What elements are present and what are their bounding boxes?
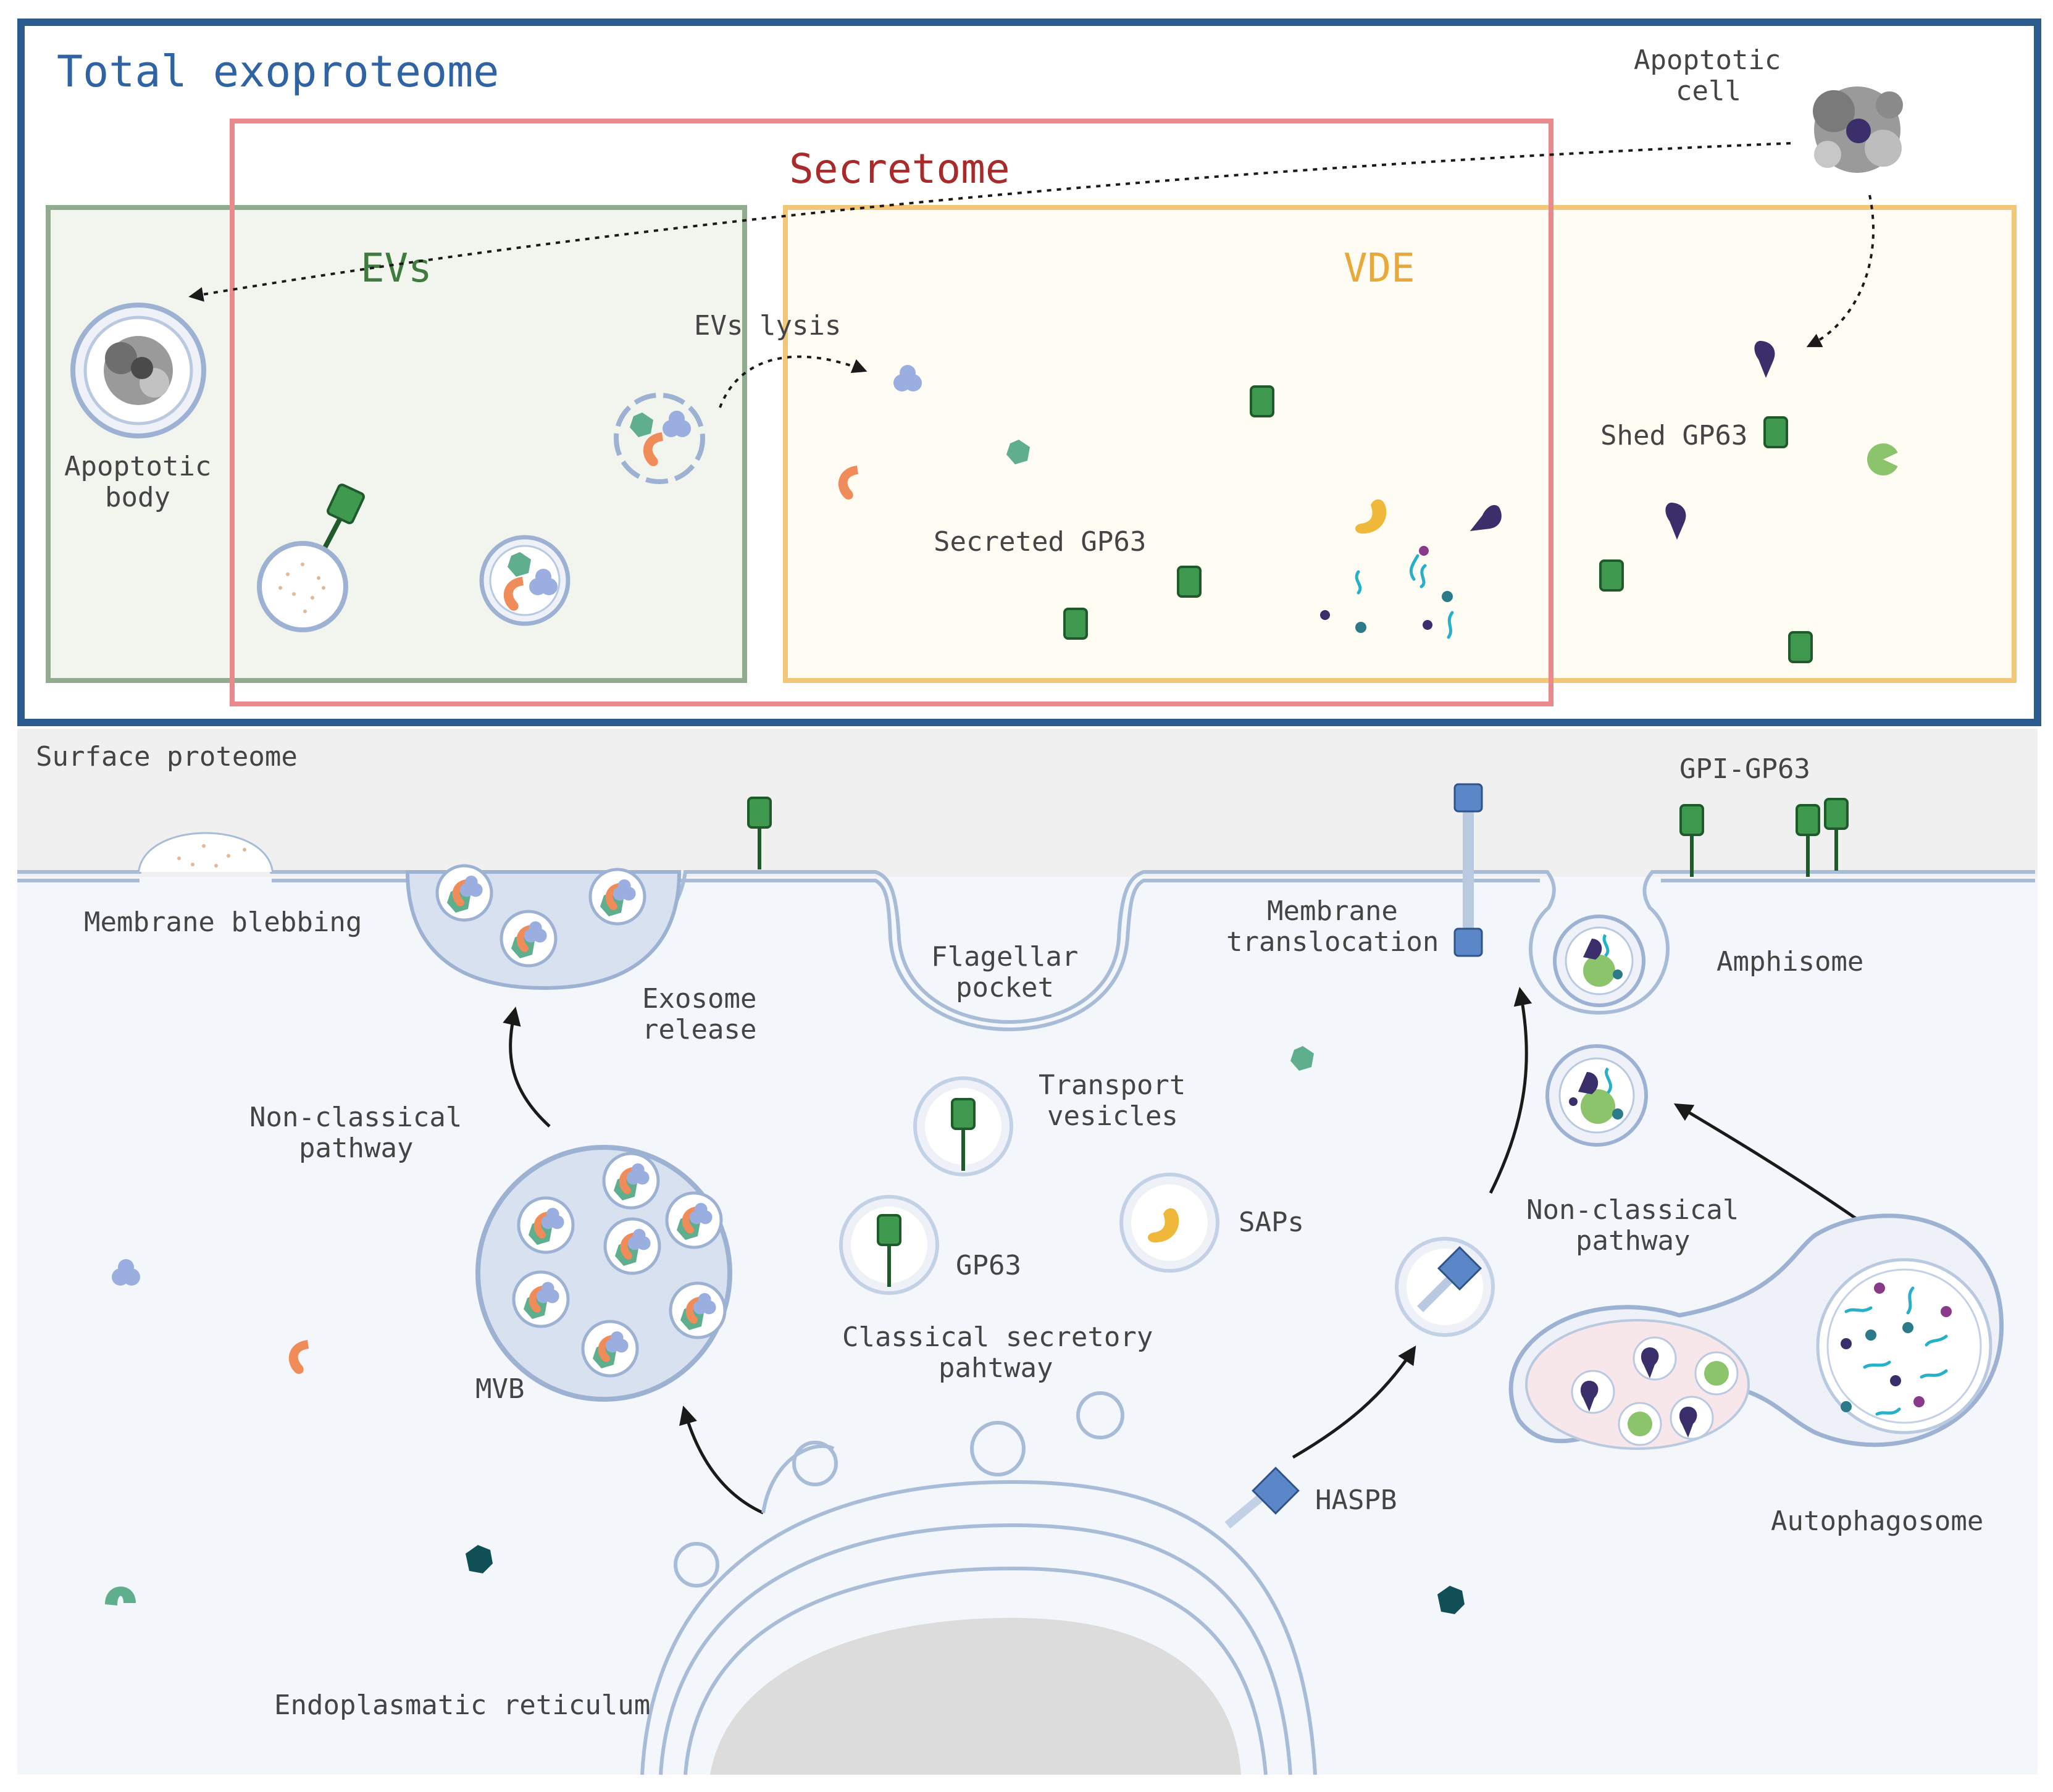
gp63-label: GP63 [956, 1250, 1021, 1281]
shed-path [1806, 195, 1875, 348]
gp63-shed-3 [1788, 631, 1813, 663]
haspb-protein [1224, 1467, 1300, 1529]
apoptotic-cell-label-2: cell [1676, 75, 1741, 107]
haspb-vesicle [1395, 1237, 1495, 1337]
dots [1320, 546, 1453, 633]
non-classical-left-label-1: Non-classical [249, 1102, 462, 1133]
apoptotic-body-icon [70, 303, 206, 438]
shed-gp63-label: Shed GP63 [1600, 420, 1747, 451]
arrow-to-exosome [503, 1007, 551, 1128]
non-classical-right-label-2: pathway [1576, 1225, 1690, 1257]
gp63-shed-2 [1599, 559, 1624, 592]
non-classical-left-label-2: pathway [299, 1133, 413, 1164]
arrow-er-to-mvb [679, 1405, 764, 1515]
transport-vesicles-label-2: vesicles [1047, 1100, 1178, 1132]
evs-lysis-path [719, 355, 868, 408]
secretome-label: Secretome [789, 145, 1010, 193]
arrow-autophagosome-to-vesicle [1673, 1103, 1860, 1222]
fragments [1355, 554, 1454, 639]
surface-band [17, 729, 2038, 877]
saps-vesicle [1119, 1173, 1219, 1273]
arrow-to-membrane-right [1489, 987, 1532, 1194]
total-exoproteome-title: Total exoproteome [57, 46, 499, 97]
surface-proteome-label: Surface proteome [36, 741, 298, 772]
classical-pathway-label-2: pahtway [939, 1352, 1053, 1384]
amphisome-label: Amphisome [1716, 946, 1863, 978]
gp63-secreted-1 [1250, 385, 1274, 417]
exosome-release-mvb [405, 866, 682, 990]
secretome-box [230, 119, 1553, 706]
amphisome-icon [1553, 915, 1645, 1007]
teal-cup-protein [105, 1586, 136, 1606]
dark-teal-protein-2 [1437, 1586, 1465, 1614]
gp63-secreted-3 [1063, 608, 1088, 640]
saps-label: SAPs [1239, 1207, 1304, 1238]
autophagic-vesicle [1545, 1044, 1648, 1147]
arrow-haspb-to-vesicle [1292, 1345, 1416, 1459]
evs-box [46, 205, 747, 683]
flagellar-pocket-label-2: pocket [956, 972, 1054, 1003]
classical-pathway-label-1: Classical secretory [842, 1321, 1153, 1353]
mvb-label: MVB [475, 1373, 524, 1405]
er-label: Endoplasmatic reticulum [274, 1689, 650, 1721]
non-classical-right-label-1: Non-classical [1526, 1194, 1739, 1226]
apoptotic-cell-label-1: Apoptotic [1634, 44, 1781, 76]
secreted-gp63-label: Secreted GP63 [934, 526, 1146, 558]
ev-with-gp63 [257, 484, 365, 632]
vde-box [783, 205, 2017, 683]
transport-vesicle [913, 1076, 1013, 1176]
endoplasmic-reticulum [640, 1391, 1317, 1775]
autophagosome-icon [1508, 1213, 2004, 1450]
haspb-label: HASPB [1315, 1484, 1397, 1516]
membrane-blebbing-label: Membrane blebbing [84, 906, 362, 938]
apoptotic-body-label-1: Apoptotic [64, 451, 211, 482]
ev-with-cargo [479, 535, 571, 626]
apoptotic-body-label-2: body [105, 482, 170, 513]
mvb-icon [475, 1145, 732, 1402]
evs-lysis-label: EVs lysis [694, 310, 841, 341]
gp63-secreted-2 [1177, 566, 1202, 598]
dark-teal-protein-1 [466, 1545, 493, 1573]
translocation-channel [1453, 783, 1483, 957]
membrane-translocation-label-1: Membrane [1267, 895, 1398, 927]
exosome-release-label-1: Exosome [642, 983, 756, 1015]
apoptotic-cell-icon [1813, 86, 1903, 173]
apoptotic-path [188, 142, 1791, 302]
exosome-release-label-2: release [642, 1014, 756, 1045]
ev-lysing [614, 393, 705, 484]
vde-label: VDE [1344, 246, 1415, 291]
autophagosome-label: Autophagosome [1771, 1505, 1983, 1537]
membrane-bleb [140, 834, 272, 872]
gpi-gp63-label: GPI-GP63 [1679, 753, 1810, 785]
green-chop-protein [1867, 443, 1902, 475]
gp63-vesicle [839, 1195, 939, 1295]
flagellar-pocket-label-1: Flagellar [931, 941, 1078, 973]
gp63-shed-1 [1763, 416, 1788, 448]
transport-vesicles-label-1: Transport [1039, 1070, 1185, 1101]
membrane-translocation-label-2: translocation [1226, 926, 1439, 958]
